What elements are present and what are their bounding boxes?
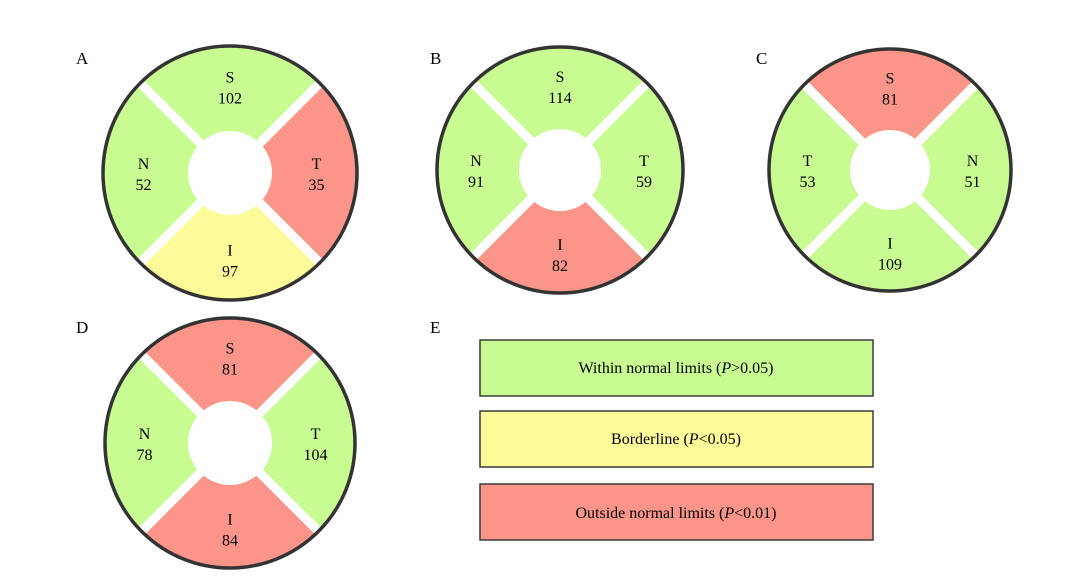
sector-value-a-top: 102 (218, 91, 242, 108)
sector-letter-a-bottom: I (227, 243, 232, 260)
sector-letter-b-left: N (470, 153, 482, 170)
sector-b-left (437, 83, 560, 257)
sector-value-c-bottom: 109 (878, 257, 902, 274)
sector-value-d-right: 104 (304, 447, 328, 464)
sector-value-c-top: 81 (882, 92, 898, 109)
sector-a-top (140, 46, 320, 173)
legend-item-outside-normal: Outside normal limits (P<0.01) (479, 483, 874, 541)
sector-a-bottom (140, 173, 320, 300)
sector-letter-d-top: S (226, 341, 235, 358)
outer-ring-a (101, 44, 359, 302)
sector-letter-d-right: T (311, 426, 321, 443)
sector-letter-a-right: T (312, 156, 322, 173)
outer-ring-b (435, 45, 685, 295)
sector-letter-a-top: S (226, 70, 235, 87)
sector-letter-c-left: T (803, 153, 813, 170)
sector-b-bottom (473, 170, 647, 293)
sector-value-a-right: 35 (309, 177, 325, 194)
panel-label-a: A (76, 49, 89, 68)
sector-b-right (560, 83, 683, 257)
legend-swatch-outside-normal (479, 483, 874, 541)
legend-item-within-normal: Within normal limits (P>0.05) (479, 339, 874, 397)
center-hole-a (188, 131, 272, 215)
legend-item-borderline: Borderline (P<0.05) (479, 410, 874, 468)
legend-text-within-normal: Within normal limits (P>0.05) (578, 360, 773, 377)
panel-label-e: E (430, 318, 440, 337)
sector-letter-b-right: T (639, 153, 649, 170)
sector-map-c: S 81N 51I 109 T 53 (767, 47, 1013, 293)
sector-a-right (230, 83, 357, 263)
sector-d-bottom (141, 443, 319, 568)
panel-label-c: C (756, 49, 767, 68)
sector-c-right (890, 84, 1011, 256)
sector-letter-b-top: S (556, 69, 565, 86)
sector-c-bottom (804, 170, 976, 291)
sector-b-top (473, 47, 647, 170)
legend-swatch-borderline (479, 410, 874, 468)
sector-value-c-left: 53 (800, 174, 816, 191)
legend-text-borderline: Borderline (P<0.05) (611, 431, 741, 448)
sector-c-top (804, 49, 976, 171)
outer-ring-c (767, 47, 1013, 293)
sector-value-b-bottom: 82 (552, 258, 568, 275)
panel-label-b: B (430, 49, 441, 68)
legend: E Within normal limits (P>0.05) Borderli… (430, 318, 874, 541)
center-hole-b (519, 129, 601, 211)
center-hole-c (850, 130, 930, 210)
sector-value-b-left: 91 (468, 174, 484, 191)
sector-value-a-left: 52 (136, 177, 152, 194)
sector-letter-b-bottom: I (557, 237, 562, 254)
sector-value-d-top: 81 (222, 362, 238, 379)
sector-letter-a-left: N (138, 156, 150, 173)
sector-letter-d-bottom: I (227, 512, 232, 529)
sector-d-right (230, 354, 355, 532)
sector-value-b-top: 114 (548, 90, 571, 107)
outer-ring-d (103, 316, 357, 570)
panel-label-d: D (76, 318, 88, 337)
sector-d-top (141, 318, 319, 443)
sector-value-b-right: 59 (636, 174, 652, 191)
center-hole-d (188, 401, 272, 485)
sector-letter-c-top: S (886, 71, 895, 88)
sector-value-a-bottom: 97 (222, 264, 238, 281)
sector-value-d-left: 78 (137, 447, 153, 464)
legend-swatch-within-normal (479, 339, 874, 397)
sector-letter-c-right: N (967, 153, 979, 170)
sector-value-c-right: 51 (965, 174, 981, 191)
sector-letter-c-bottom: I (887, 236, 892, 253)
panel-c: C S 81N 51I 109 T 53 (756, 47, 1013, 293)
sector-a-left (103, 83, 230, 263)
sector-c-left (769, 84, 890, 256)
sector-d-left (105, 354, 230, 532)
sector-letter-d-left: N (139, 426, 151, 443)
sector-value-d-bottom: 84 (222, 533, 238, 550)
legend-text-outside-normal: Outside normal limits (P<0.01) (575, 505, 776, 522)
